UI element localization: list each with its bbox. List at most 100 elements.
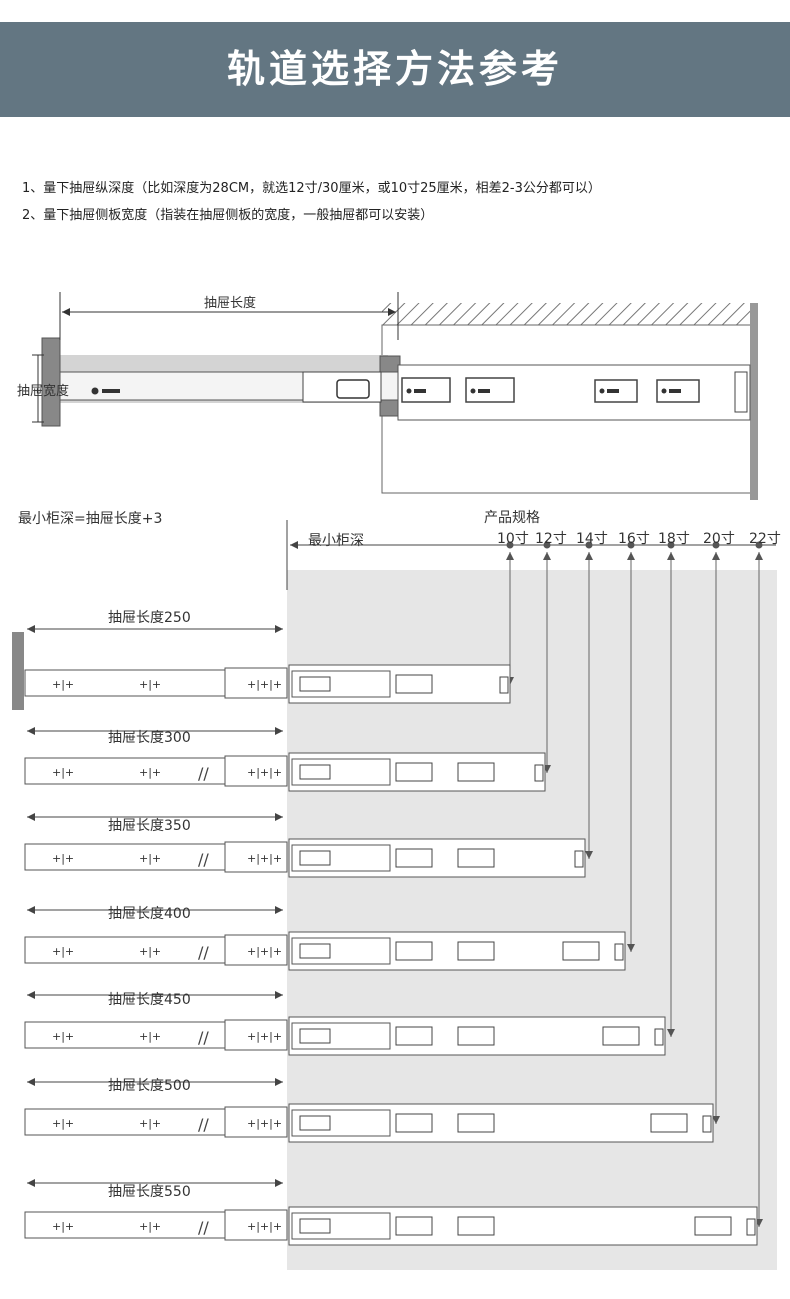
spec-label-20: 20寸 bbox=[703, 531, 735, 547]
rail-slider-4 bbox=[224, 1019, 288, 1051]
rail-hole-2-1: +|+ bbox=[139, 852, 161, 865]
spec-leader-end-4 bbox=[667, 1029, 675, 1037]
row-dim-arrow-right-3 bbox=[275, 906, 283, 914]
slider-holes-4: +|+|+ bbox=[247, 1030, 282, 1043]
slider-holes-1: +|+|+ bbox=[247, 766, 282, 779]
outer-rail-stop-5 bbox=[702, 1115, 712, 1133]
drawer-width-label: 抽屉宽度 bbox=[17, 384, 70, 399]
break-mark-6: // bbox=[198, 1218, 209, 1237]
spec-leader-arrow-6 bbox=[755, 552, 763, 560]
rail-slider-2 bbox=[224, 841, 288, 873]
spec-point-4 bbox=[667, 541, 675, 549]
rail-hole-4-0: +|+ bbox=[52, 1030, 74, 1043]
rail-hole-1-0: +|+ bbox=[52, 766, 74, 779]
cabinet-back-wall bbox=[750, 303, 758, 500]
outer-rail-slot-a-0 bbox=[395, 674, 433, 694]
min-depth-arrow bbox=[290, 541, 298, 549]
outer-rail-slot-b-2 bbox=[457, 848, 495, 868]
spec-leader-arrow-0 bbox=[506, 552, 514, 560]
rail-hole-3-1: +|+ bbox=[139, 945, 161, 958]
outer-rail-slot-c-6 bbox=[694, 1216, 732, 1236]
spec-point-0 bbox=[506, 541, 514, 549]
spec-label-22: 22寸 bbox=[749, 531, 781, 547]
spec-title: 产品规格 bbox=[484, 510, 540, 526]
spec-leader-end-2 bbox=[585, 851, 593, 859]
slider-holes-0: +|+|+ bbox=[247, 678, 282, 691]
rail-slider-6 bbox=[224, 1209, 288, 1241]
spec-leader-end-5 bbox=[712, 1116, 720, 1124]
spec-point-5 bbox=[712, 541, 720, 549]
row-dim-arrow-left-6 bbox=[27, 1179, 35, 1187]
outer-rail-slot-c-5 bbox=[650, 1113, 688, 1133]
spec-label-16: 16寸 bbox=[618, 531, 650, 547]
outer-rail-clip-3 bbox=[299, 943, 331, 959]
slider-holes-6: +|+|+ bbox=[247, 1220, 282, 1233]
row-dim-arrow-right-5 bbox=[275, 1078, 283, 1086]
slider-holes-3: +|+|+ bbox=[247, 945, 282, 958]
outer-rail-clip-6 bbox=[299, 1218, 331, 1234]
row-label-300: 抽屉长度300 bbox=[108, 730, 191, 746]
rail-slider-5 bbox=[224, 1106, 288, 1138]
outer-rail-slot-c-3 bbox=[562, 941, 600, 961]
row-label-550: 抽屉长度550 bbox=[108, 1184, 191, 1200]
rail-hole-5-1: +|+ bbox=[139, 1117, 161, 1130]
outer-rail-stop-2 bbox=[574, 850, 584, 868]
slider-holes-5: +|+|+ bbox=[247, 1117, 282, 1130]
outer-rail-stop-1 bbox=[534, 764, 544, 782]
row0-drawer-front bbox=[12, 632, 24, 710]
rail-hole-0-0: +|+ bbox=[52, 678, 74, 691]
outer-rail-slot-a-2 bbox=[395, 848, 433, 868]
rail-slider-3 bbox=[224, 934, 288, 966]
spec-point-2 bbox=[585, 541, 593, 549]
outer-rail-slot-a-4 bbox=[395, 1026, 433, 1046]
row-dim-arrow-right-1 bbox=[275, 727, 283, 735]
row-dim-arrow-left-3 bbox=[27, 906, 35, 914]
slider-holes-2: +|+|+ bbox=[247, 852, 282, 865]
spec-label-18: 18寸 bbox=[658, 531, 690, 547]
formula-label: 最小柜深=抽屉长度+3 bbox=[18, 511, 163, 527]
spec-point-1 bbox=[543, 541, 551, 549]
row-label-350: 抽屉长度350 bbox=[108, 818, 191, 834]
row-dim-arrow-right-4 bbox=[275, 991, 283, 999]
outer-rail-slot-c-4 bbox=[602, 1026, 640, 1046]
outer-rail-slot-b-4 bbox=[457, 1026, 495, 1046]
instruction-width: 2、量下抽屉侧板宽度（指装在抽屉侧板的宽度，一般抽屉都可以安装） bbox=[22, 208, 434, 223]
outer-rail-stop-4 bbox=[654, 1028, 664, 1046]
page-title: 轨道选择方法参考 bbox=[226, 47, 563, 91]
outer-rail-slot-a-6 bbox=[395, 1216, 433, 1236]
outer-rail-stop-0 bbox=[499, 676, 509, 694]
break-mark-4: // bbox=[198, 1028, 209, 1047]
break-mark-3: // bbox=[198, 943, 209, 962]
rail-hole-4-1: +|+ bbox=[139, 1030, 161, 1043]
row-label-450: 抽屉长度450 bbox=[108, 992, 191, 1008]
spec-leader-arrow-2 bbox=[585, 552, 593, 560]
row-dim-arrow-right-6 bbox=[275, 1179, 283, 1187]
spec-point-3 bbox=[627, 541, 635, 549]
rail-hole-0-1: +|+ bbox=[139, 678, 161, 691]
row-label-500: 抽屉长度500 bbox=[108, 1078, 191, 1094]
spec-leader-arrow-5 bbox=[712, 552, 720, 560]
rail-hole-6-1: +|+ bbox=[139, 1220, 161, 1233]
rail-hole-5-0: +|+ bbox=[52, 1117, 74, 1130]
outer-rail-stop-6 bbox=[746, 1218, 756, 1236]
row-dim-arrow-left-2 bbox=[27, 813, 35, 821]
row-dim-arrow-left-1 bbox=[27, 727, 35, 735]
rail-slider-1 bbox=[224, 755, 288, 787]
row-label-250: 抽屉长度250 bbox=[108, 610, 191, 626]
break-mark-2: // bbox=[198, 850, 209, 869]
outer-rail-clip-5 bbox=[299, 1115, 331, 1131]
row-dim-arrow-right-0 bbox=[275, 625, 283, 633]
outer-rail-clip-4 bbox=[299, 1028, 331, 1044]
outer-rail-slot-b-1 bbox=[457, 762, 495, 782]
outer-rail-clip-0 bbox=[299, 676, 331, 692]
cabinet-top-hatch bbox=[382, 303, 758, 325]
outer-rail-clip-2 bbox=[299, 850, 331, 866]
outer-rail-slot-a-1 bbox=[395, 762, 433, 782]
spec-leader-arrow-1 bbox=[543, 552, 551, 560]
rail-hole-2-0: +|+ bbox=[52, 852, 74, 865]
rail-hole-3-0: +|+ bbox=[52, 945, 74, 958]
drawer-length-label: 抽屉长度 bbox=[204, 296, 257, 311]
spec-label-10: 10寸 bbox=[497, 531, 529, 547]
row-dim-arrow-right-2 bbox=[275, 813, 283, 821]
